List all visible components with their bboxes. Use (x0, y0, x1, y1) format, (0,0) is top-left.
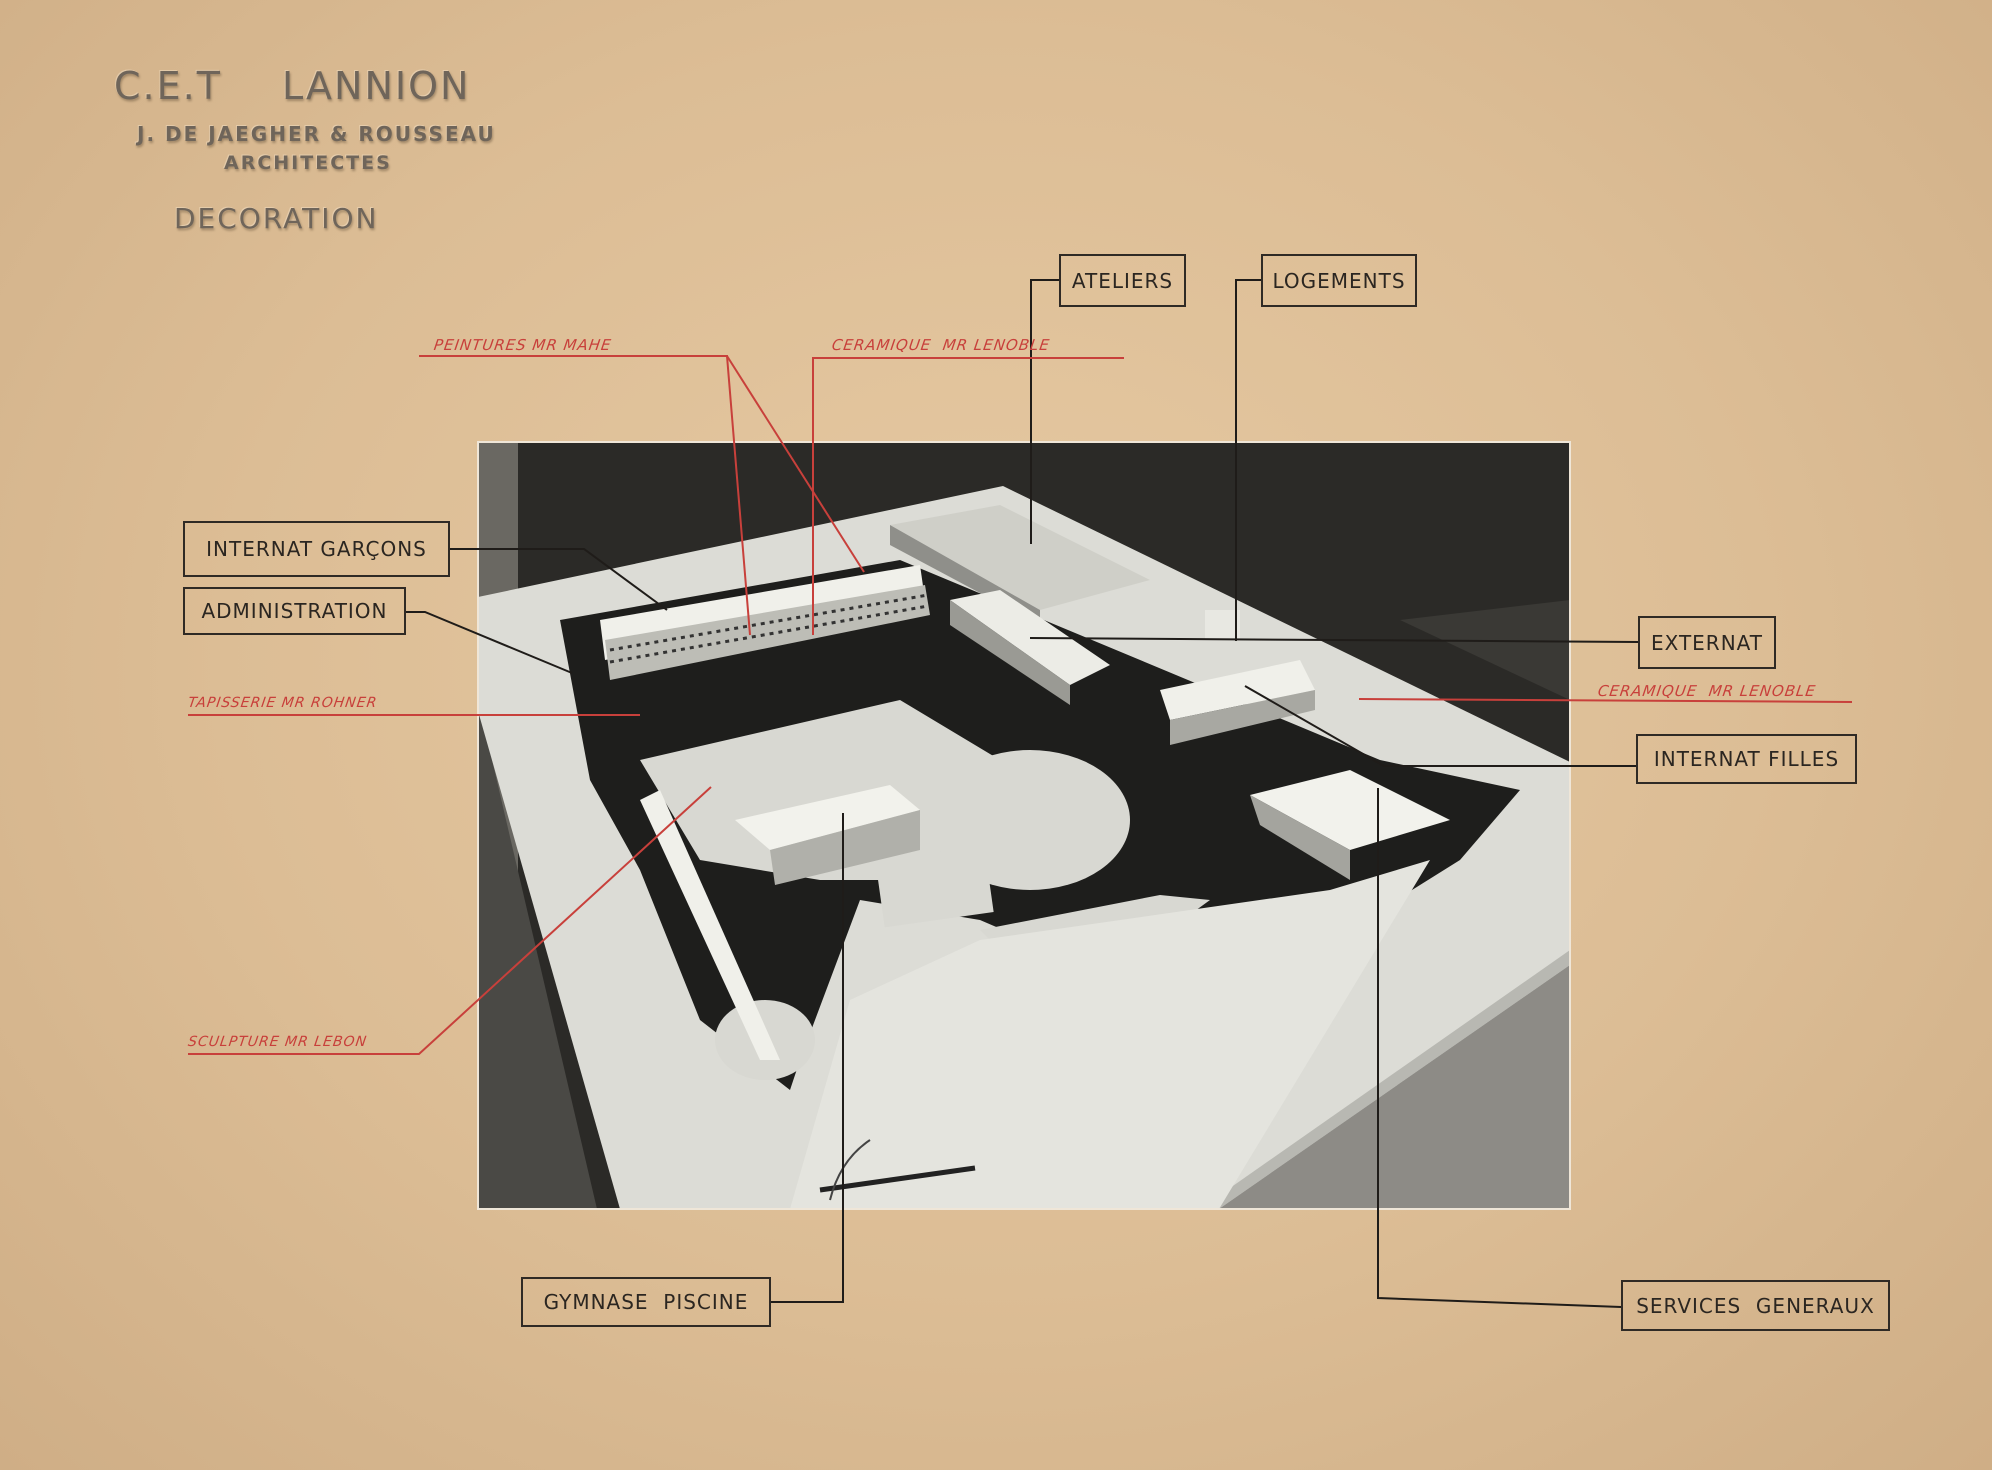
label-administration: ADMINISTRATION (183, 587, 406, 635)
leader-ceramique-top (812, 357, 1124, 635)
label-sculpture: SCULPTURE MR LEBON (186, 1034, 369, 1050)
board-title: C.E.T LANNION (114, 64, 471, 108)
leader-ateliers (1030, 279, 1059, 544)
architects-role: ARCHITECTES (224, 152, 392, 174)
label-internat-garcons: INTERNAT GARÇONS (183, 521, 450, 577)
leader-internat-filles (1244, 685, 1636, 767)
board-subtitle: DECORATION (174, 202, 379, 235)
label-peintures: PEINTURES MR MAHE (432, 336, 613, 354)
label-ceramique-top: CERAMIQUE MR LENOBLE (830, 336, 1052, 354)
building-internat-garcons (600, 565, 930, 680)
architects-name: J. DE JAEGHER & ROUSSEAU (137, 122, 496, 146)
leader-ceramique-right (1358, 698, 1853, 703)
label-gymnase-piscine: GYMNASE PISCINE (521, 1277, 771, 1327)
label-externat: EXTERNAT (1638, 616, 1776, 669)
label-logements: LOGEMENTS (1261, 254, 1417, 307)
label-tapisserie: TAPISSERIE MR ROHNER (186, 695, 379, 711)
label-services-generaux: SERVICES GENERAUX (1621, 1280, 1890, 1331)
building-externat (950, 590, 1110, 705)
leader-services (1377, 788, 1622, 1308)
label-ateliers: ATELIERS (1059, 254, 1186, 307)
leader-administration (406, 611, 573, 674)
leader-gymnase (771, 813, 844, 1303)
label-ceramique-right: CERAMIQUE MR LENOBLE (1596, 682, 1818, 700)
building-services (1250, 770, 1450, 880)
leader-externat (1029, 637, 1639, 643)
leader-internat-garcons (450, 548, 668, 611)
building-internat-filles (1160, 660, 1315, 745)
label-internat-filles: INTERNAT FILLES (1636, 734, 1857, 784)
leader-peintures (419, 355, 751, 636)
building-gymnase (735, 785, 920, 885)
leader-sculpture (188, 786, 712, 1055)
leader-logements (1235, 279, 1261, 641)
